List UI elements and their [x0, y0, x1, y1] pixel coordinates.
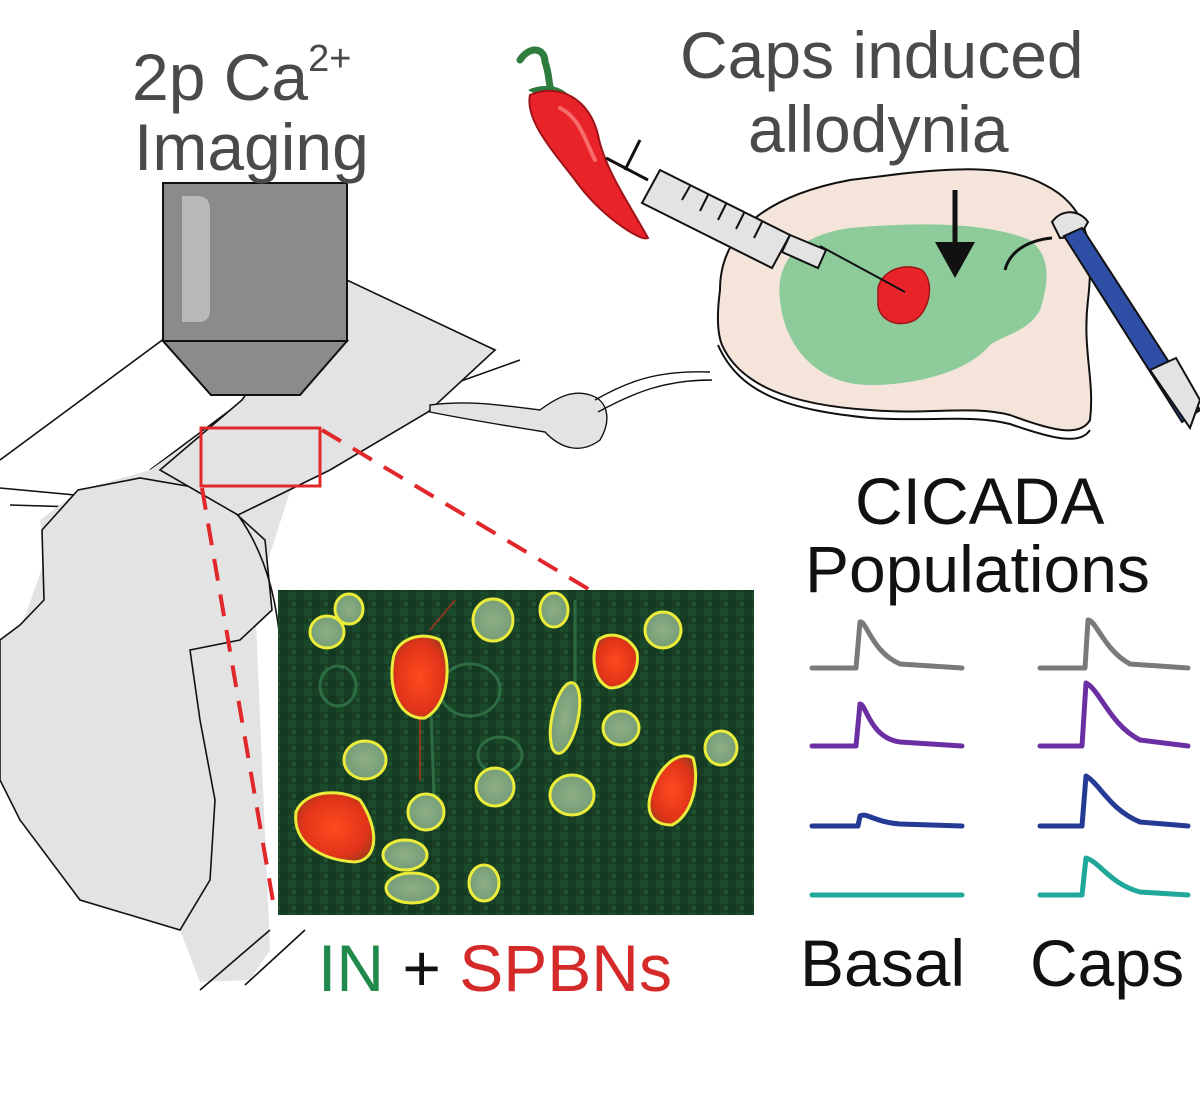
trace-caps-1 [1037, 617, 1191, 671]
in-cell [467, 863, 501, 903]
calcium-traces [809, 617, 1191, 898]
cell-type-legend: IN + SPBNs [318, 935, 672, 1001]
spbn-cell [647, 754, 698, 827]
legend-in: IN [318, 931, 384, 1005]
legend-spbn: SPBNs [459, 931, 672, 1005]
caps-title-line2: allodynia [748, 92, 1009, 166]
in-cell [548, 681, 582, 755]
chili-pepper-icon [516, 46, 650, 240]
spbn-cell [592, 633, 639, 690]
trace-caps-4 [1037, 855, 1191, 898]
legend-plus: + [402, 931, 441, 1005]
in-cell [333, 592, 365, 626]
dorsal-root-ganglion [0, 477, 273, 931]
cicada-title-line2: Populations [805, 532, 1150, 606]
in-cell [601, 709, 641, 747]
column-label-basal: Basal [800, 926, 966, 1000]
imaging-title-line2: Imaging [134, 110, 369, 184]
nerve-line [594, 371, 711, 401]
imaging-title-superscript: 2+ [308, 38, 352, 80]
trace-basal-3 [809, 812, 965, 829]
calcium-imaging-micrograph [278, 590, 754, 915]
in-cell [342, 739, 388, 781]
in-cell [381, 838, 429, 872]
trace-caps-3 [1037, 773, 1191, 829]
peripheral-nerve [429, 392, 608, 449]
root-line-bottom-a [199, 929, 271, 991]
in-cell [703, 729, 739, 767]
imaging-roi-box [199, 426, 322, 488]
injection-site [877, 266, 931, 325]
caps-title-line1: Caps induced [680, 18, 1084, 92]
imaging-title-line1: 2p Ca2+ [132, 38, 352, 114]
von-frey-filament-icon [1003, 211, 1200, 431]
in-cell [548, 773, 596, 817]
paw-icon [717, 168, 1093, 440]
column-label-caps: Caps [1030, 926, 1185, 1000]
in-cell [471, 597, 515, 643]
in-cell [308, 614, 346, 650]
in-cell [474, 766, 516, 808]
syringe-icon [605, 139, 906, 293]
trace-caps-2 [1037, 680, 1191, 749]
in-cell [406, 792, 446, 832]
nerve-line-2 [597, 379, 713, 413]
in-cell [538, 591, 570, 629]
in-cell [384, 871, 440, 905]
trace-basal-1 [809, 619, 965, 671]
spbn-cell [390, 634, 449, 720]
spbn-cell [294, 791, 376, 864]
root-line-bottom-b [244, 929, 306, 986]
down-arrow-icon [935, 190, 975, 278]
in-cell [643, 610, 683, 650]
cicada-title-line1: CICADA [855, 464, 1105, 538]
zoom-dashes [200, 428, 592, 914]
trace-basal-2 [809, 701, 965, 749]
microscope-objective-icon [160, 182, 350, 396]
